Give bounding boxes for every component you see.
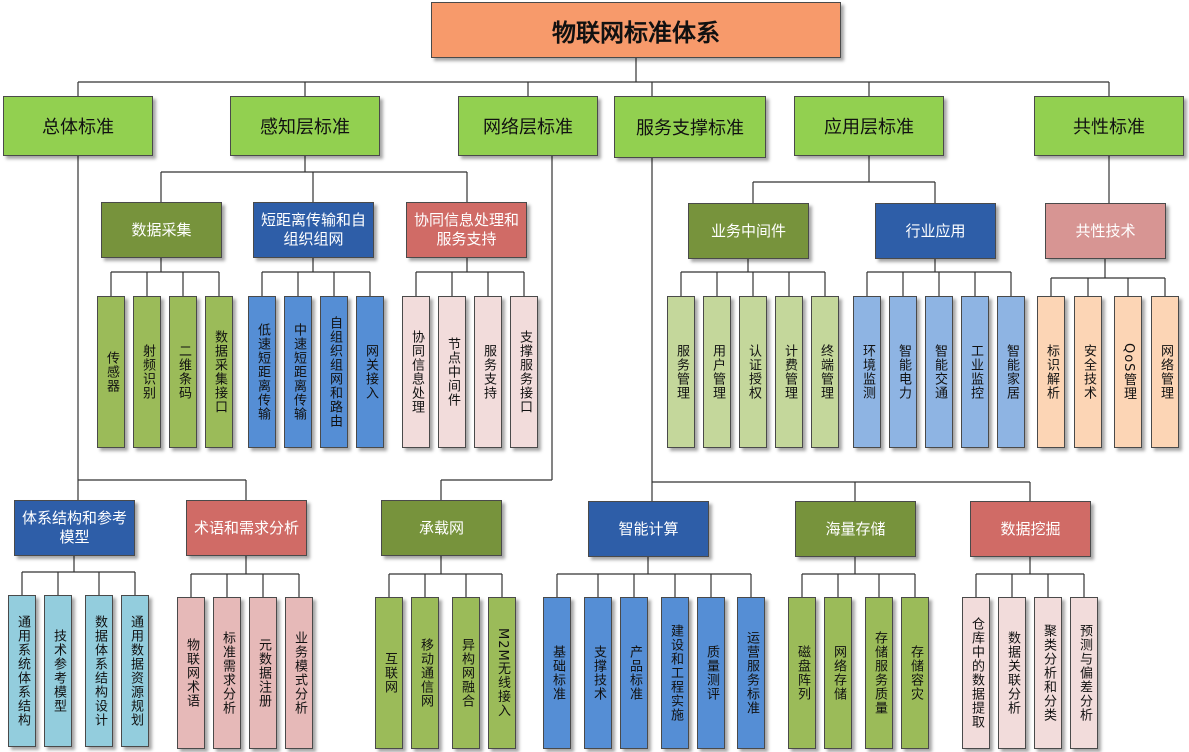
leaf-disk-array: 磁盘阵列 [788,597,816,749]
leaf-collaborative-info-processing: 协同信息处理 [402,296,430,448]
leaf-metadata-registration: 元数据注册 [249,597,277,749]
leaf-2d-barcode: 二维条码 [169,296,197,448]
node-terminology-requirements: 术语和需求分析 [186,500,307,556]
leaf-identification-resolution: 标识解析 [1037,296,1065,448]
node-business-middleware: 业务中间件 [688,203,809,259]
leaf-operation-service-standards: 运营服务标准 [737,597,765,749]
leaf-data-association-analysis: 数据关联分析 [998,597,1026,749]
leaf-internet: 互联网 [375,597,403,749]
leaf-industrial-monitoring: 工业监控 [961,296,989,448]
node-overall-standards: 总体标准 [3,96,153,156]
leaf-low-speed-transmission: 低速短距离传输 [248,296,276,448]
leaf-ad-hoc-routing: 自组织组网和路由 [320,296,348,448]
node-data-mining: 数据挖掘 [970,501,1091,557]
node-industry-applications: 行业应用 [875,203,996,259]
node-application-layer-standards: 应用层标准 [794,96,944,156]
leaf-standard-requirements-analysis: 标准需求分析 [213,597,241,749]
node-common-standards: 共性标准 [1034,96,1184,156]
leaf-service-support: 服务支持 [474,296,502,448]
node-intelligent-computing: 智能计算 [588,501,709,557]
leaf-authentication-authorization: 认证授权 [739,296,767,448]
node-architecture-reference-model: 体系结构和参考模型 [14,500,135,556]
leaf-user-management: 用户管理 [703,296,731,448]
leaf-node-middleware: 节点中间件 [438,296,466,448]
leaf-business-model-analysis: 业务模式分析 [285,597,313,749]
leaf-support-service-interface: 支撑服务接口 [510,296,538,448]
leaf-smart-power: 智能电力 [889,296,917,448]
node-massive-storage: 海量存储 [795,501,916,557]
leaf-technical-reference-model: 技术参考模型 [44,595,72,747]
leaf-product-standards: 产品标准 [620,597,648,749]
leaf-storage-service-quality: 存储服务质量 [865,597,893,749]
leaf-support-technology: 支撑技术 [584,597,612,749]
leaf-m2m-wireless-access: M2M无线接入 [488,597,516,749]
leaf-iot-terminology: 物联网术语 [177,597,205,749]
leaf-mobile-network: 移动通信网 [411,597,439,749]
node-service-support-standards: 服务支撑标准 [614,96,766,158]
leaf-construction-implementation: 建设和工程实施 [661,597,689,749]
leaf-network-management: 网络管理 [1151,296,1179,448]
leaf-quality-evaluation: 质量测评 [697,597,725,749]
node-short-range-transmission: 短距离传输和自组织组网 [253,202,374,258]
leaf-service-management: 服务管理 [667,296,695,448]
node-bearer-network: 承载网 [381,500,502,556]
node-common-technologies: 共性技术 [1045,203,1166,259]
leaf-environment-monitoring: 环境监测 [853,296,881,448]
leaf-smart-home: 智能家居 [997,296,1025,448]
node-collaborative-processing: 协同信息处理和服务支持 [406,202,527,258]
leaf-rfid: 射频识别 [133,296,161,448]
leaf-warehouse-data-extraction: 仓库中的数据提取 [962,597,990,749]
node-perception-layer-standards: 感知层标准 [230,96,380,156]
leaf-prediction-deviation-analysis: 预测与偏差分析 [1070,597,1098,749]
leaf-network-storage: 网络存储 [824,597,852,749]
leaf-storage-disaster-recovery: 存储容灾 [901,597,929,749]
leaf-data-resource-planning: 通用数据资源规划 [121,595,149,747]
leaf-qos-management: QoS管理 [1114,296,1142,448]
node-network-layer-standards: 网络层标准 [458,96,598,156]
leaf-sensor: 传感器 [97,296,125,448]
leaf-terminal-management: 终端管理 [811,296,839,448]
leaf-data-acquisition-interface: 数据采集接口 [205,296,233,448]
leaf-gateway-access: 网关接入 [356,296,384,448]
leaf-clustering-classification: 聚类分析和分类 [1034,597,1062,749]
leaf-billing-management: 计费管理 [775,296,803,448]
diagram-title: 物联网标准体系 [431,2,841,58]
leaf-heterogeneous-network-fusion: 异构网融合 [452,597,480,749]
node-data-acquisition: 数据采集 [101,202,222,258]
leaf-general-system-architecture: 通用系统体系结构 [8,595,36,747]
leaf-security-technology: 安全技术 [1074,296,1102,448]
leaf-smart-transportation: 智能交通 [925,296,953,448]
leaf-data-architecture-design: 数据体系结构设计 [85,595,113,747]
leaf-medium-speed-transmission: 中速短距离传输 [284,296,312,448]
leaf-basic-standards: 基础标准 [543,597,571,749]
